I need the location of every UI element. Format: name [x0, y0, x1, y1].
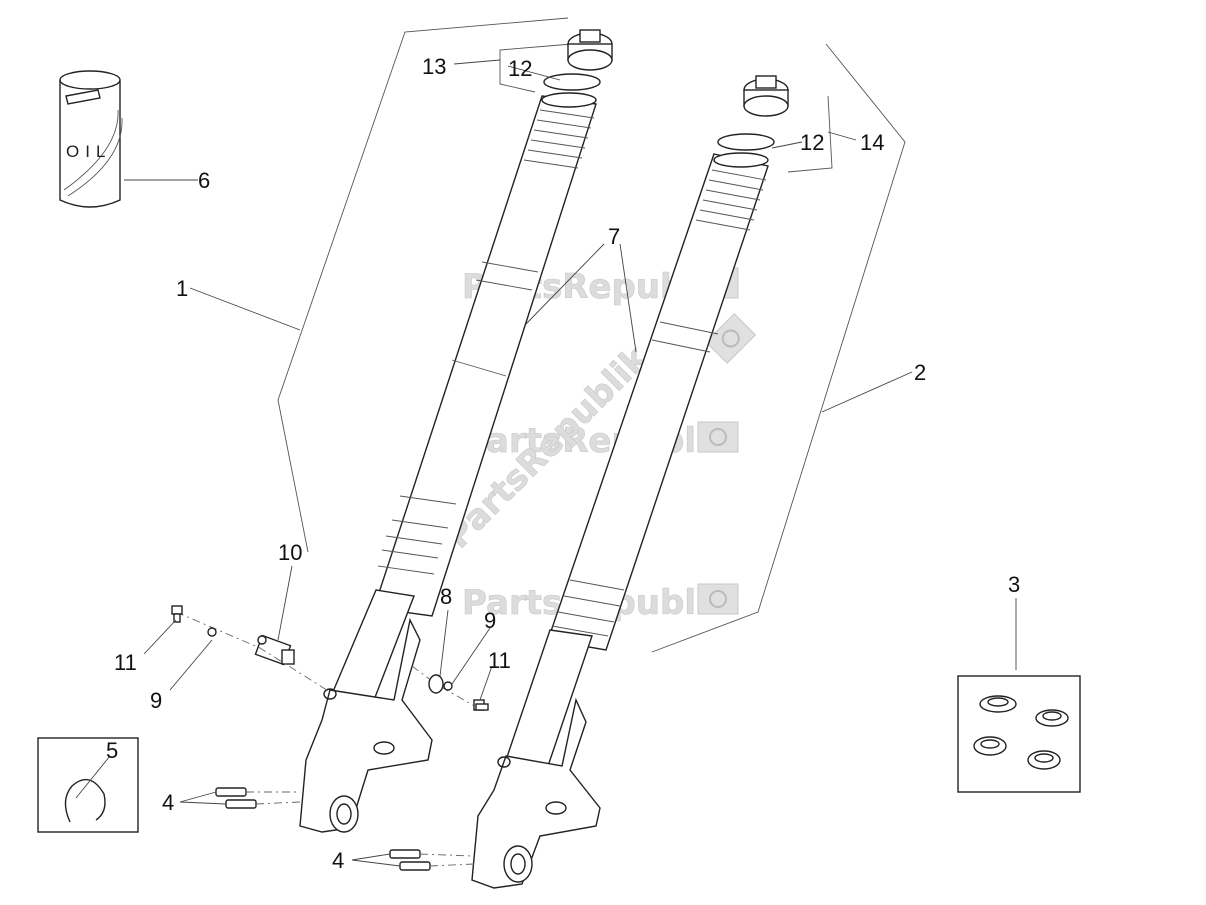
callout-labels: 1 2 3 4 4 5 6 7 8 9 9 10 11 11 12 12 13 …	[106, 54, 1020, 873]
bracket-cap-right	[787, 95, 833, 173]
fork-leg-left	[299, 29, 613, 833]
callout-14: 14	[860, 130, 884, 155]
callout-12: 12	[800, 130, 824, 155]
leader-lines	[75, 59, 1017, 867]
assembly-line-clamp	[419, 853, 473, 857]
washer-part	[207, 627, 217, 637]
watermark-gear-icon	[697, 583, 739, 615]
bracket-cap-left	[499, 43, 573, 93]
screw-part	[473, 699, 489, 711]
bracket-fork-left	[277, 17, 569, 553]
washer-part	[443, 681, 453, 691]
callout-9: 9	[484, 608, 496, 633]
watermark-text: PartsRepublik	[462, 421, 732, 461]
callout-2: 2	[914, 360, 926, 385]
callout-5: 5	[106, 738, 118, 763]
callout-4: 4	[162, 790, 174, 815]
watermark-gear-icon	[705, 313, 757, 364]
oil-can-label: OIL	[66, 142, 111, 161]
box-seal-kit	[957, 675, 1081, 793]
callout-11: 11	[488, 648, 511, 673]
screw-part	[171, 605, 183, 623]
callout-3: 3	[1008, 572, 1020, 597]
callout-12: 12	[508, 56, 532, 81]
callout-1: 1	[176, 276, 188, 301]
circlip-part	[64, 778, 106, 823]
callout-4: 4	[332, 848, 344, 873]
sensor-part	[254, 634, 295, 666]
assembly-line-sensor	[175, 611, 331, 693]
watermark-gear-icon	[697, 421, 739, 453]
callout-11: 11	[114, 650, 137, 675]
bracket-fork-right	[651, 43, 906, 653]
box-circlip	[37, 737, 139, 833]
bushing-part	[428, 674, 444, 694]
callout-8: 8	[440, 584, 452, 609]
callout-9: 9	[150, 688, 162, 713]
callout-13: 13	[422, 54, 446, 79]
callout-10: 10	[278, 540, 302, 565]
oil-can-icon: OIL	[59, 70, 123, 208]
callout-7: 7	[608, 224, 620, 249]
assembly-line-clamp	[429, 863, 475, 867]
assembly-line-clamp	[255, 801, 301, 805]
callout-6: 6	[198, 168, 210, 193]
fork-leg-right	[471, 75, 789, 889]
seal-kit-parts	[973, 695, 1069, 770]
